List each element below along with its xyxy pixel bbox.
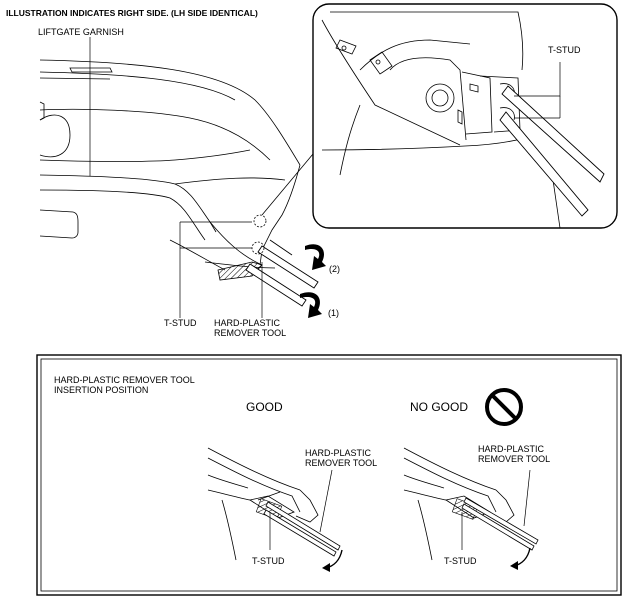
t-stud-detail-label: T-STUD xyxy=(548,45,581,55)
detail-tools xyxy=(499,85,605,217)
prohibited-icon xyxy=(485,388,523,426)
step-2-label: (2) xyxy=(329,264,340,274)
detail-leader xyxy=(261,147,319,216)
nogood-tool-label-2: REMOVER TOOL xyxy=(478,454,551,464)
step-1-label: (1) xyxy=(328,308,339,318)
insertion-panel-inner xyxy=(40,358,618,592)
t-stud-circle-upper xyxy=(253,214,267,228)
nogood-stud-label: T-STUD xyxy=(444,556,477,566)
t-stud-main-label: T-STUD xyxy=(164,318,197,328)
good-tool xyxy=(263,501,341,557)
good-stud-label: T-STUD xyxy=(252,556,285,566)
panel-heading-2: INSERTION POSITION xyxy=(54,385,149,395)
remover-tool-label-2: REMOVER TOOL xyxy=(214,328,287,338)
page-title: ILLUSTRATION INDICATES RIGHT SIDE. (LH S… xyxy=(6,8,258,18)
remover-tool-main xyxy=(245,239,319,307)
good-tool-label-1: HARD-PLASTIC xyxy=(305,448,372,458)
no-good-label: NO GOOD xyxy=(410,400,469,414)
panel-heading-1: HARD-PLASTIC REMOVER TOOL xyxy=(54,375,195,385)
good-illustration xyxy=(207,447,319,561)
nogood-tool-label-1: HARD-PLASTIC xyxy=(478,444,545,454)
nogood-tool xyxy=(461,497,539,551)
arrow-step-1 xyxy=(300,292,322,318)
good-label: GOOD xyxy=(246,400,283,414)
liftgate-body xyxy=(39,59,301,271)
good-tool-label-2: REMOVER TOOL xyxy=(305,458,378,468)
remover-tool-label-1: HARD-PLASTIC xyxy=(214,318,281,328)
liftgate-garnish-label: LIFTGATE GARNISH xyxy=(38,27,124,37)
arrow-step-2 xyxy=(305,244,326,270)
detail-box xyxy=(312,3,618,229)
insertion-panel-outer xyxy=(36,354,622,596)
